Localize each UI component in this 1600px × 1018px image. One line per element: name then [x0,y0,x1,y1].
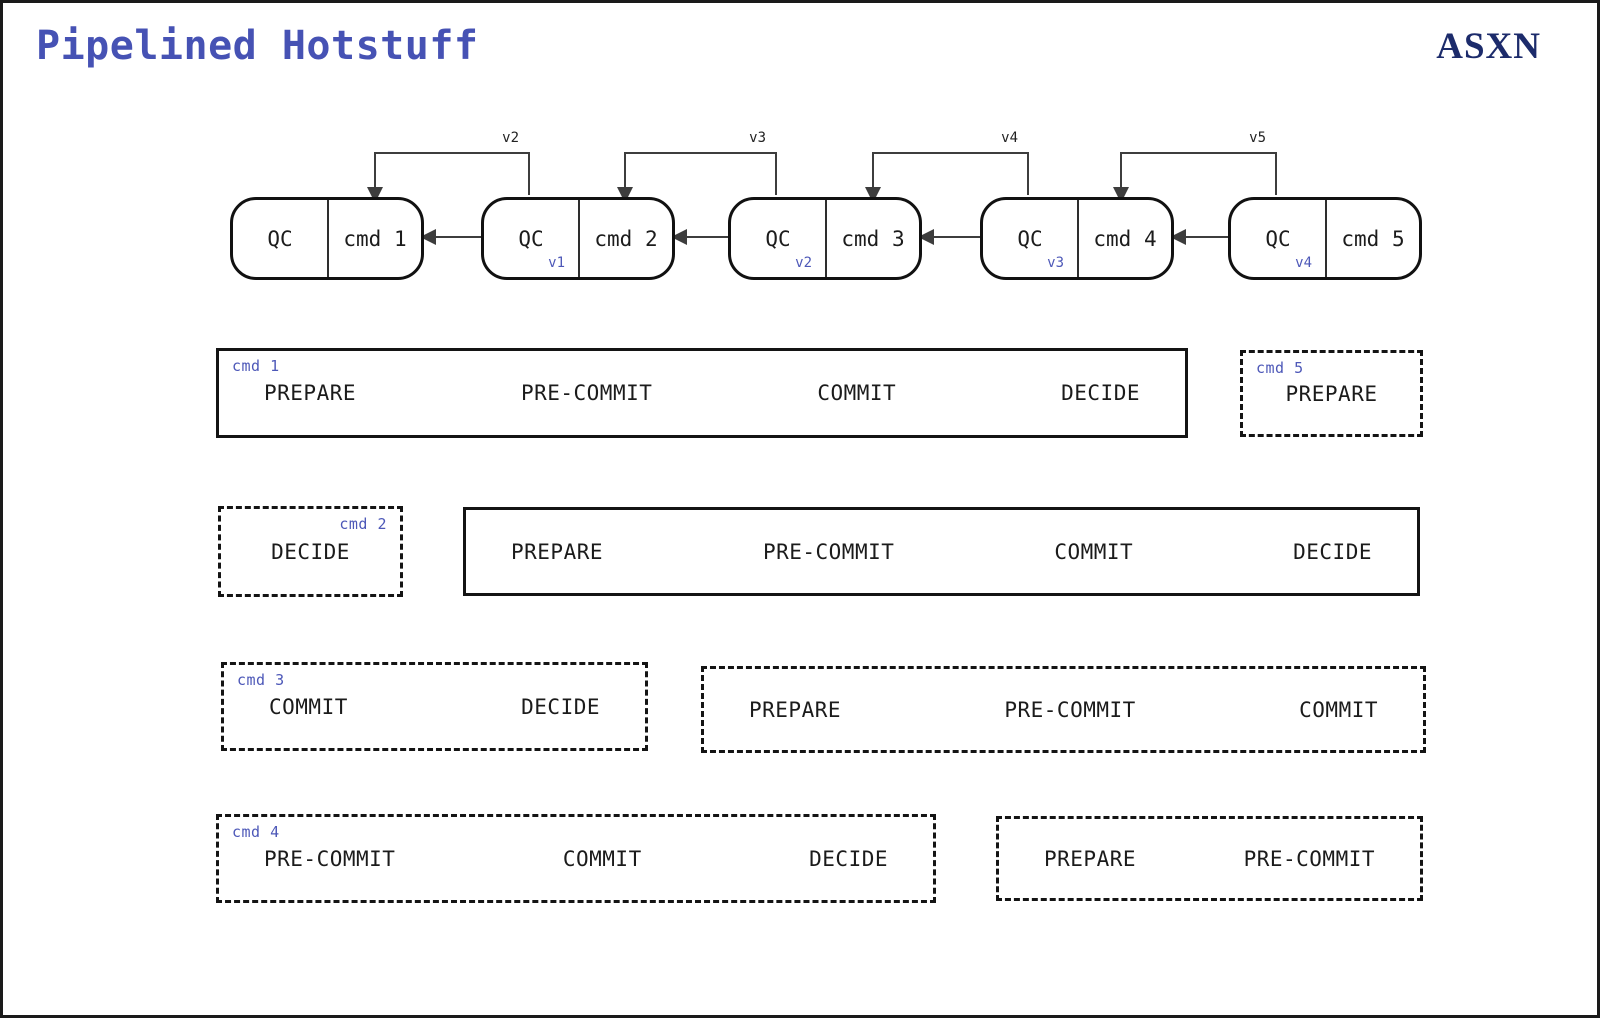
phase-list: PREPARE PRE-COMMIT COMMIT DECIDE [219,351,1185,435]
phase-list: PREPARE [1243,353,1420,434]
qc-label: QC [765,226,791,251]
phase-decide: DECIDE [1293,539,1372,564]
phase-pre-commit: PRE-COMMIT [762,539,895,564]
view-arc-label-v3: v3 [749,130,766,146]
view-tag: v2 [795,255,812,271]
cmd-section: cmd 2 [580,200,672,277]
qc-label: QC [518,226,544,251]
chain-block-cmd-4: QC v3 cmd 4 [980,197,1174,280]
view-arc-label-v2: v2 [502,130,519,146]
phase-list: COMMIT DECIDE [224,665,645,748]
phase-pre-commit: PRE-COMMIT [1243,846,1375,871]
phase-box-cmd-5: cmd 5 PREPARE [1240,350,1423,437]
phase-list: PREPARE PRE-COMMIT [999,819,1420,898]
chain-arrows-layer [367,152,1277,245]
qc-section: QC v2 [731,200,827,277]
view-arc-label-v4: v4 [1001,130,1018,146]
phase-decide: DECIDE [521,694,600,719]
qc-section: QC v4 [1231,200,1327,277]
phase-decide: DECIDE [809,846,888,871]
qc-section: QC [233,200,329,277]
phase-prepare: PREPARE [1285,381,1378,406]
chain-block-cmd-1: QC cmd 1 [230,197,424,280]
view-arc-lines [367,152,1277,245]
phase-box-row2-right: PREPARE PRE-COMMIT COMMIT DECIDE [463,507,1420,596]
phase-commit: COMMIT [1299,697,1378,722]
phase-box-cmd-3: cmd 3 COMMIT DECIDE [221,662,648,751]
cmd-section: cmd 4 [1079,200,1171,277]
phase-list: PREPARE PRE-COMMIT COMMIT DECIDE [466,510,1417,593]
cmd-tag: cmd 2 [339,515,387,533]
phase-box-cmd-4: cmd 4 PRE-COMMIT COMMIT DECIDE [216,814,936,903]
qc-label: QC [1017,226,1043,251]
phase-box-row4-right: PREPARE PRE-COMMIT [996,816,1423,901]
cmd-label: cmd 3 [841,226,905,251]
cmd-section: cmd 1 [329,200,421,277]
asxn-logo: ASXN [1436,26,1541,67]
phase-pre-commit: PRE-COMMIT [520,381,653,405]
view-tag: v1 [548,255,565,271]
phase-prepare: PREPARE [1044,846,1137,871]
phase-decide: DECIDE [271,539,350,564]
phase-pre-commit: PRE-COMMIT [1004,697,1136,722]
phase-box-cmd-1: cmd 1 PREPARE PRE-COMMIT COMMIT DECIDE [216,348,1188,438]
chain-block-cmd-3: QC v2 cmd 3 [728,197,922,280]
phase-prepare: PREPARE [749,697,842,722]
qc-section: QC v3 [983,200,1079,277]
chain-block-cmd-5: QC v4 cmd 5 [1228,197,1422,280]
chain-block-cmd-2: QC v1 cmd 2 [481,197,675,280]
view-tag: v3 [1047,255,1064,271]
phase-commit: COMMIT [562,846,642,871]
view-tag: v4 [1295,255,1312,271]
cmd-section: cmd 3 [827,200,919,277]
cmd-label: cmd 2 [594,226,658,251]
qc-section: QC v1 [484,200,580,277]
cmd-tag: cmd 1 [232,357,280,375]
phase-box-cmd-2: cmd 2 DECIDE [218,506,403,597]
phase-pre-commit: PRE-COMMIT [264,846,396,871]
phase-commit: COMMIT [269,694,348,719]
cmd-tag: cmd 3 [237,671,285,689]
view-arc-label-v5: v5 [1249,130,1266,146]
phase-commit: COMMIT [817,381,897,405]
cmd-label: cmd 5 [1341,226,1405,251]
phase-box-row3-right: PREPARE PRE-COMMIT COMMIT [701,666,1426,753]
page-title: Pipelined Hotstuff [36,23,479,69]
cmd-tag: cmd 4 [232,823,280,841]
cmd-tag: cmd 5 [1256,359,1304,377]
cmd-label: cmd 4 [1093,226,1157,251]
qc-label: QC [1265,226,1291,251]
cmd-label: cmd 1 [343,226,407,251]
phase-prepare: PREPARE [264,381,357,405]
phase-prepare: PREPARE [511,539,604,564]
phase-list: PRE-COMMIT COMMIT DECIDE [219,817,933,900]
cmd-section: cmd 5 [1327,200,1419,277]
phase-list: DECIDE [221,509,400,594]
phase-decide: DECIDE [1061,381,1140,405]
phase-list: PREPARE PRE-COMMIT COMMIT [704,669,1423,750]
qc-label: QC [267,226,293,251]
phase-commit: COMMIT [1054,539,1134,564]
